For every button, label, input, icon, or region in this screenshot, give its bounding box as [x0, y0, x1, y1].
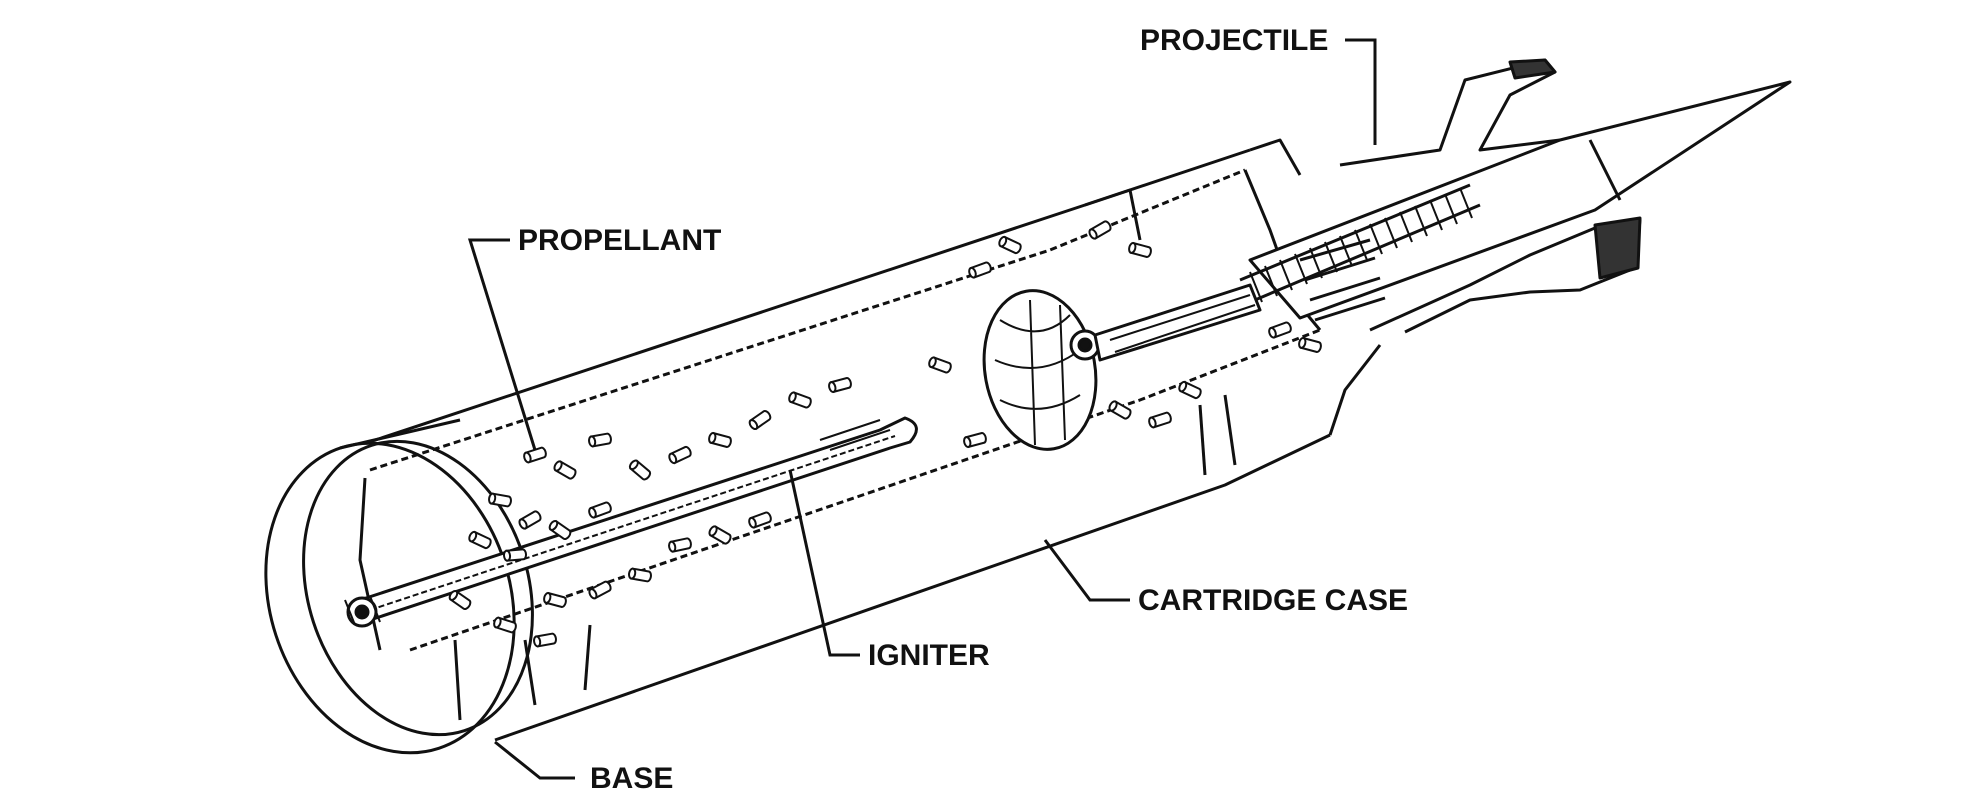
- threaded-rod: [1239, 183, 1481, 303]
- base-label: BASE: [590, 762, 673, 795]
- projectile-label: PROJECTILE: [1140, 24, 1328, 57]
- propellant-label: PROPELLANT: [518, 224, 721, 257]
- propellant-leader: [467, 238, 537, 451]
- igniter-leader: [788, 469, 860, 657]
- tail-fin-assembly: [982, 283, 1262, 451]
- base-leader: [494, 740, 575, 780]
- projectile: [1248, 58, 1792, 334]
- leader-lines: [467, 38, 1377, 780]
- cartridge-case-label: CARTRIDGE CASE: [1138, 584, 1408, 617]
- cartridge-case-leader: [1043, 539, 1130, 602]
- igniter-tube: [344, 416, 918, 628]
- projectile-leader: [1345, 38, 1377, 145]
- igniter-label: IGNITER: [868, 639, 990, 672]
